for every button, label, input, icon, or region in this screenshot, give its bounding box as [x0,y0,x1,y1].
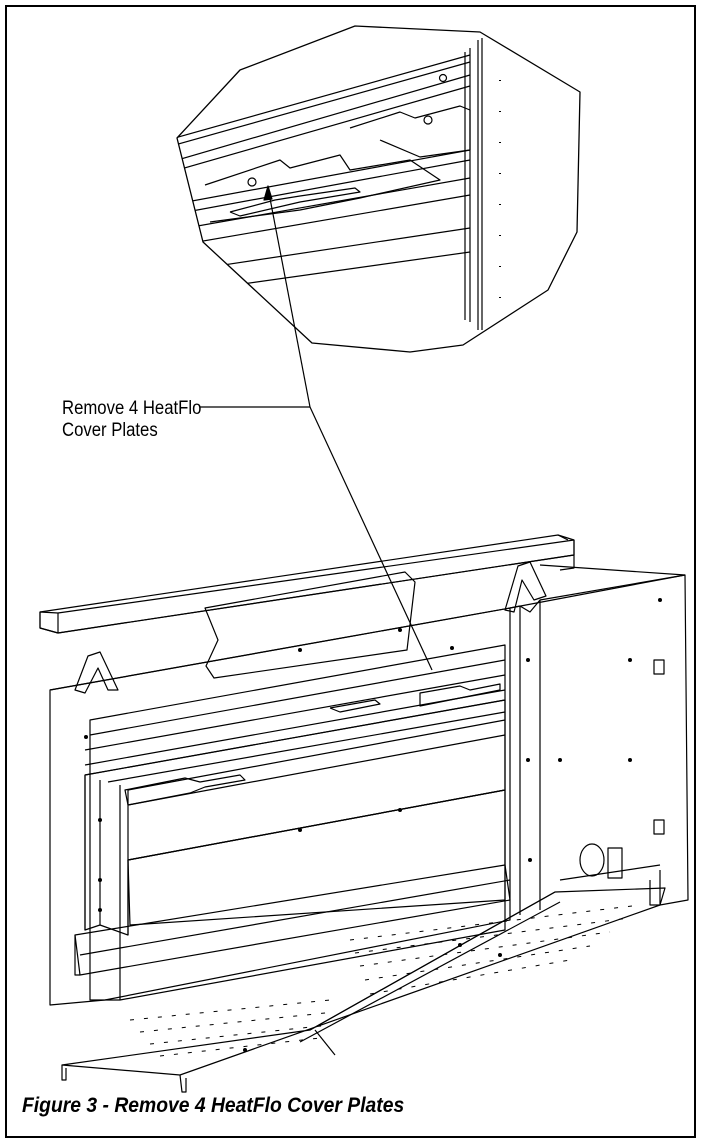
screw-icon-2 [423,115,433,125]
callout-leader [200,185,433,671]
standoff-left [74,651,119,694]
base-pan [61,887,666,1076]
top-header-beam [39,534,575,634]
cover-plate-outline-2 [349,105,471,158]
callout-line-1: Remove 4 HeatFlo [62,398,202,419]
grate-pattern [129,904,641,1057]
zoom-detail-view [176,25,581,353]
cover-plate-left [124,774,246,806]
screw-icon-1 [247,177,257,187]
cover-plate-outline-1 [204,154,441,223]
figure-frame [5,5,696,1138]
callout-line-2: Cover Plates [62,420,158,441]
callout-label: Remove 4 HeatFlo Cover Plates [62,398,201,442]
center-plate [204,571,416,679]
gas-inlet-hole [579,843,605,877]
fastener-dots [84,598,662,1052]
lower-front-rail [74,864,511,976]
fireplace-assembly [39,534,689,1093]
cover-plate-right [419,683,501,707]
box-front-face [49,607,511,1006]
figure-caption: Figure 3 - Remove 4 HeatFlo Cover Plates [22,1094,405,1117]
screw-icon-3 [438,73,448,83]
